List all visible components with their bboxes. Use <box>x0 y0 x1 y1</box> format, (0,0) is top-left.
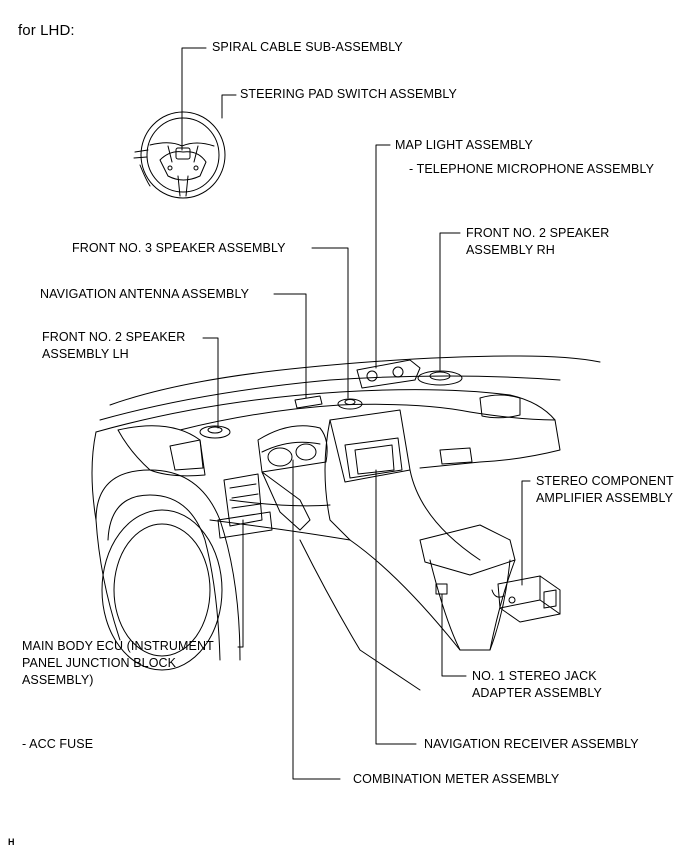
label-front-no2-speaker-rh: FRONT NO. 2 SPEAKER ASSEMBLY RH <box>466 226 610 257</box>
label-map-light: MAP LIGHT ASSEMBLY <box>395 138 533 152</box>
label-main-body-ecu: MAIN BODY ECU (INSTRUMENT PANEL JUNCTION… <box>22 639 214 687</box>
leader-lines <box>181 47 531 780</box>
label-front-no2-speaker-lh: FRONT NO. 2 SPEAKER ASSEMBLY LH <box>42 330 186 361</box>
label-acc-fuse: - ACC FUSE <box>22 737 94 751</box>
label-front-no3-speaker: FRONT NO. 3 SPEAKER ASSEMBLY <box>72 241 286 255</box>
label-stereo-jack-adapter: NO. 1 STEREO JACK ADAPTER ASSEMBLY <box>472 669 602 700</box>
label-navigation-receiver: NAVIGATION RECEIVER ASSEMBLY <box>424 737 639 751</box>
figure-mark: H <box>8 837 15 847</box>
label-steering-pad-switch: STEERING PAD SWITCH ASSEMBLY <box>240 87 457 101</box>
label-navigation-antenna: NAVIGATION ANTENNA ASSEMBLY <box>40 287 250 301</box>
label-telephone-microphone: - TELEPHONE MICROPHONE ASSEMBLY <box>409 162 655 176</box>
label-stereo-amplifier: STEREO COMPONENT AMPLIFIER ASSEMBLY <box>536 474 674 505</box>
steering-wheel-illustration <box>133 111 226 199</box>
diagram-heading: for LHD: <box>18 22 75 39</box>
label-combination-meter: COMBINATION METER ASSEMBLY <box>353 772 560 786</box>
label-spiral-cable: SPIRAL CABLE SUB-ASSEMBLY <box>212 40 403 54</box>
dashboard-illustration <box>91 355 601 691</box>
